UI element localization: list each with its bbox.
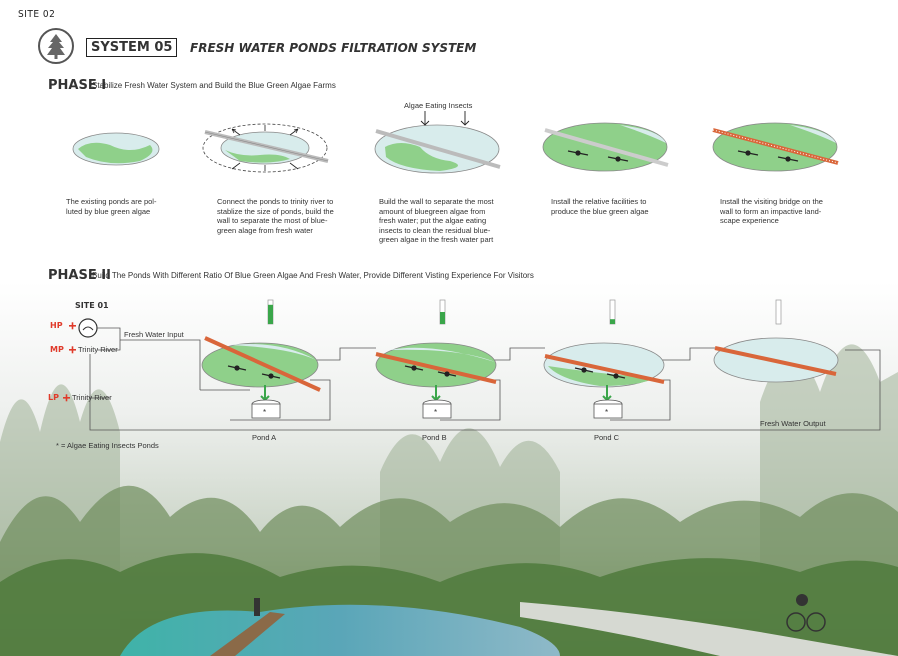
site01-icon [78, 318, 98, 338]
pond-d-diagram [713, 337, 839, 383]
phase1-diagrams [72, 111, 839, 174]
phase2-heading: PHASE II [48, 268, 111, 283]
pond-a-label: Pond A [252, 433, 277, 442]
svg-text:*: * [605, 408, 608, 417]
input-mp-code: MP [50, 345, 64, 354]
pond-a-diagram: * [201, 336, 321, 419]
phase1-step3-caption: Build the wall to separate the most amou… [379, 197, 494, 244]
legend-text: * = Algae Eating Insects Ponds [56, 441, 159, 450]
site-label: SITE 02 [18, 9, 56, 20]
input-markers [63, 322, 76, 402]
system-number: SYSTEM 05 [86, 38, 178, 57]
phase2-title: Build The Ponds With Different Ratio Of … [92, 271, 534, 280]
phase1-step2-caption: Connect the ponds to trinity river to st… [217, 197, 334, 235]
phase2-site-label: SITE 01 [75, 301, 109, 310]
fresh-water-input-label: Fresh Water Input [124, 330, 184, 339]
phase1-step1-caption: The existing ponds are pol- luted by blu… [66, 197, 157, 216]
fresh-water-output-label: Fresh Water Output [760, 419, 826, 428]
pond-c-label: Pond C [594, 433, 620, 442]
pine-tree-icon-graphic [47, 34, 65, 59]
system-title: FRESH WATER PONDS FILTRATION SYSTEM [190, 41, 477, 55]
pond-c-diagram: * [543, 342, 665, 419]
algae-eating-insects-label: Algae Eating Insects [404, 101, 473, 110]
pond-b-diagram: * [375, 342, 497, 419]
phase1-step1-pond [72, 132, 160, 166]
algae-level-frame [775, 299, 782, 325]
phase2-flow-diagram: * * * [63, 299, 881, 431]
phase1-step2-pond [202, 123, 329, 173]
phase1-step4-pond [542, 122, 669, 172]
phase1-step5-caption: Install the visiting bridge on the wall … [720, 197, 823, 225]
input-hp-code: HP [50, 321, 63, 330]
pine-tree-icon [38, 28, 74, 64]
input-lp-code: LP [48, 393, 59, 402]
algae-level-fill [440, 312, 445, 324]
phase1-step4-caption: Install the relative facilities to produ… [551, 197, 649, 216]
algae-level-fill [268, 304, 273, 324]
input-lp-label: Trinity River [72, 393, 112, 402]
phase1-step5-pond [712, 122, 839, 172]
input-mp-label: Trinity River [78, 345, 118, 354]
algae-level-fill [610, 319, 615, 324]
phase1-title: Stabilize Fresh Water System and Build t… [92, 81, 336, 90]
algae-level-indicators [267, 299, 782, 325]
svg-text:*: * [434, 408, 437, 417]
pond-b-label: Pond B [422, 433, 447, 442]
svg-text:*: * [263, 408, 266, 417]
phase1-step3-pond [374, 111, 501, 174]
phase1-heading: PHASE I [48, 78, 107, 93]
